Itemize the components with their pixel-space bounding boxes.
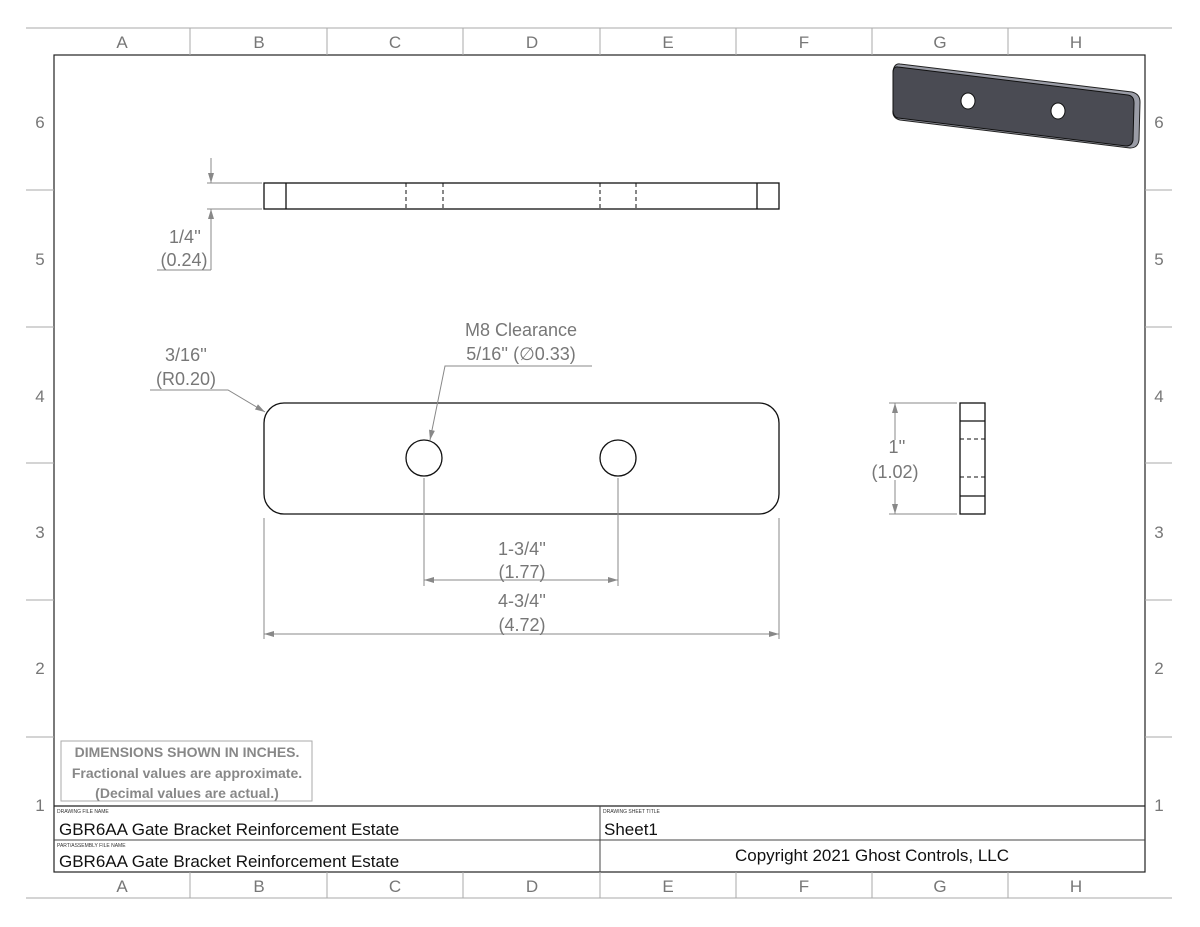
drawing-file-label: DRAWING FILE NAME xyxy=(57,809,109,815)
zone-col-a-bottom: A xyxy=(116,877,128,896)
zone-col-d: D xyxy=(526,33,538,52)
zone-col-c-bottom: C xyxy=(389,877,401,896)
dimension-notes: DIMENSIONS SHOWN IN INCHES. Fractional v… xyxy=(60,740,313,802)
zone-row-5-right: 5 xyxy=(1154,250,1163,269)
zone-col-g: G xyxy=(933,33,946,52)
zone-row-4-right: 4 xyxy=(1154,387,1163,406)
length-dimension: 4-3/4'' (4.72) xyxy=(263,518,780,639)
zone-row-1: 1 xyxy=(35,796,44,815)
width-decimal: (1.02) xyxy=(871,462,918,482)
part-file-label: PART/ASSEMBLY FILE NAME xyxy=(57,843,126,849)
front-view xyxy=(263,402,780,515)
zone-col-h-bottom: H xyxy=(1070,877,1082,896)
thickness-fraction: 1/4'' xyxy=(169,227,201,247)
zone-col-b: B xyxy=(253,33,264,52)
sheet-title: Sheet1 xyxy=(604,820,658,839)
zone-row-2-right: 2 xyxy=(1154,659,1163,678)
zone-col-g-bottom: G xyxy=(933,877,946,896)
radius-callout: 3/16'' (R0.20) xyxy=(150,345,266,413)
zone-row-1-right: 1 xyxy=(1154,796,1163,815)
iso-hole-1 xyxy=(960,92,976,110)
width-dimension: 1'' (1.02) xyxy=(871,402,957,515)
note-line-3: (Decimal values are actual.) xyxy=(95,785,279,801)
zone-col-d-bottom: D xyxy=(526,877,538,896)
hole-spacing-dimension: 1-3/4'' (1.77) xyxy=(423,478,619,586)
note-line-2: Fractional values are approximate. xyxy=(72,765,302,781)
zone-row-6-right: 6 xyxy=(1154,113,1163,132)
length-decimal: (4.72) xyxy=(498,615,545,635)
radius-decimal: (R0.20) xyxy=(156,369,216,389)
hole-callout: M8 Clearance 5/16'' (∅0.33) xyxy=(429,320,592,441)
zone-col-e: E xyxy=(662,33,673,52)
part-file-name: GBR6AA Gate Bracket Reinforcement Estate xyxy=(59,852,399,871)
radius-fraction: 3/16'' xyxy=(165,345,207,365)
hole-spacing-fraction: 1-3/4'' xyxy=(498,539,546,559)
zone-col-b-bottom: B xyxy=(253,877,264,896)
sheet-title-label: DRAWING SHEET TITLE xyxy=(603,809,661,815)
title-block: DRAWING FILE NAME GBR6AA Gate Bracket Re… xyxy=(54,805,1145,872)
zone-col-f: F xyxy=(799,33,809,52)
zone-row-5: 5 xyxy=(35,250,44,269)
hole-size: 5/16'' (∅0.33) xyxy=(466,344,576,364)
side-view xyxy=(959,402,986,515)
zone-labels: A B C D E F G H A B C D E F G H 6 5 4 3 … xyxy=(35,33,1163,896)
zone-col-h: H xyxy=(1070,33,1082,52)
thickness-decimal: (0.24) xyxy=(160,250,207,270)
hole-1 xyxy=(405,439,443,477)
copyright: Copyright 2021 Ghost Controls, LLC xyxy=(735,846,1009,865)
iso-hole-2 xyxy=(1050,102,1066,120)
zone-row-3: 3 xyxy=(35,523,44,542)
zone-col-c: C xyxy=(389,33,401,52)
hole-2 xyxy=(599,439,637,477)
width-fraction: 1'' xyxy=(889,437,906,457)
zone-col-f-bottom: F xyxy=(799,877,809,896)
zone-row-2: 2 xyxy=(35,659,44,678)
zone-row-4: 4 xyxy=(35,387,44,406)
drawing-file-name: GBR6AA Gate Bracket Reinforcement Estate xyxy=(59,820,399,839)
length-fraction: 4-3/4'' xyxy=(498,591,546,611)
isometric-view xyxy=(892,63,1141,149)
zone-row-3-right: 3 xyxy=(1154,523,1163,542)
top-view xyxy=(263,182,780,210)
hole-spacing-decimal: (1.77) xyxy=(498,562,545,582)
note-line-1: DIMENSIONS SHOWN IN INCHES. xyxy=(75,744,300,760)
zone-col-e-bottom: E xyxy=(662,877,673,896)
zone-col-a: A xyxy=(116,33,128,52)
zone-row-6: 6 xyxy=(35,113,44,132)
thickness-dimension: 1/4'' (0.24) xyxy=(157,158,262,271)
hole-label: M8 Clearance xyxy=(465,320,577,340)
